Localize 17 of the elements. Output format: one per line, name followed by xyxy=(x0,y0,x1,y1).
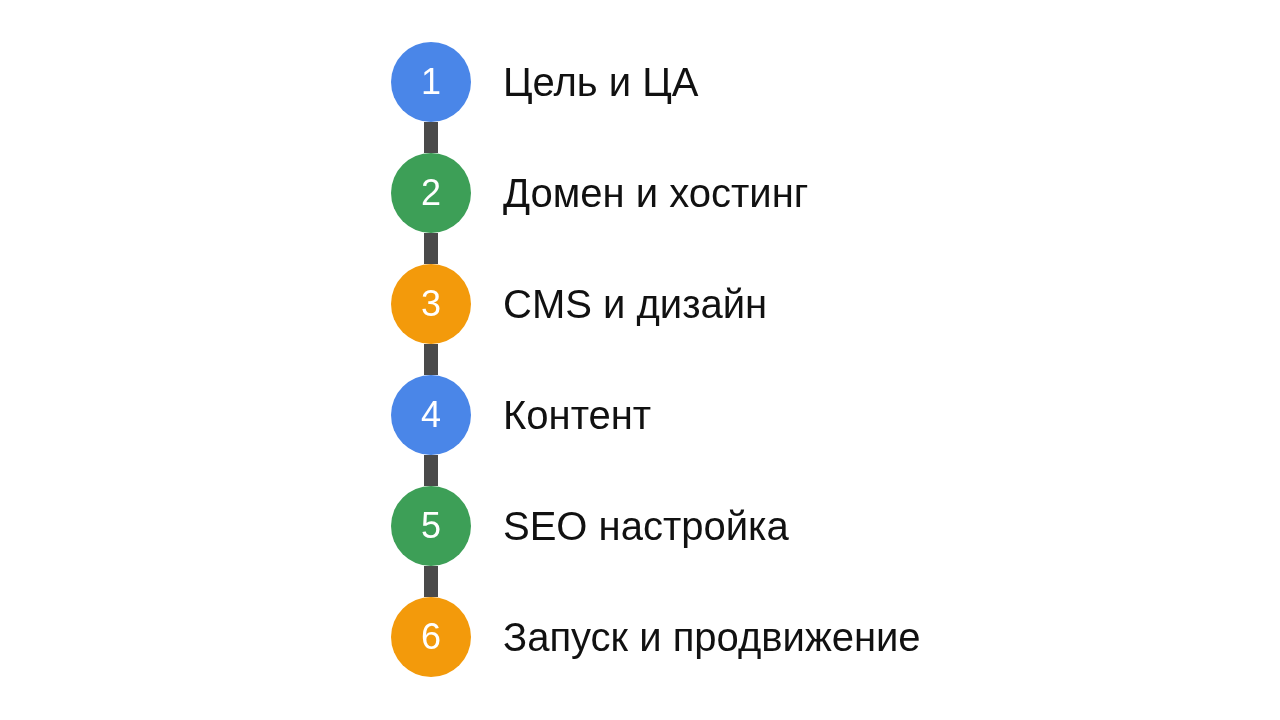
step-circle: 2 xyxy=(391,153,471,233)
step-label: Запуск и продвижение xyxy=(503,614,921,661)
step-label: Контент xyxy=(503,392,652,439)
step-label: CMS и дизайн xyxy=(503,281,768,328)
connector-line xyxy=(424,566,438,597)
connector-line xyxy=(424,122,438,153)
step-label: Домен и хостинг xyxy=(503,170,809,217)
connector-line xyxy=(424,455,438,486)
step-circle: 5 xyxy=(391,486,471,566)
step-circle: 6 xyxy=(391,597,471,677)
step-circle: 4 xyxy=(391,375,471,455)
step-circle: 1 xyxy=(391,42,471,122)
connector-line xyxy=(424,344,438,375)
step-label: SEO настройка xyxy=(503,503,789,550)
connector-line xyxy=(424,233,438,264)
step-circle: 3 xyxy=(391,264,471,344)
step-label: Цель и ЦА xyxy=(503,59,699,106)
